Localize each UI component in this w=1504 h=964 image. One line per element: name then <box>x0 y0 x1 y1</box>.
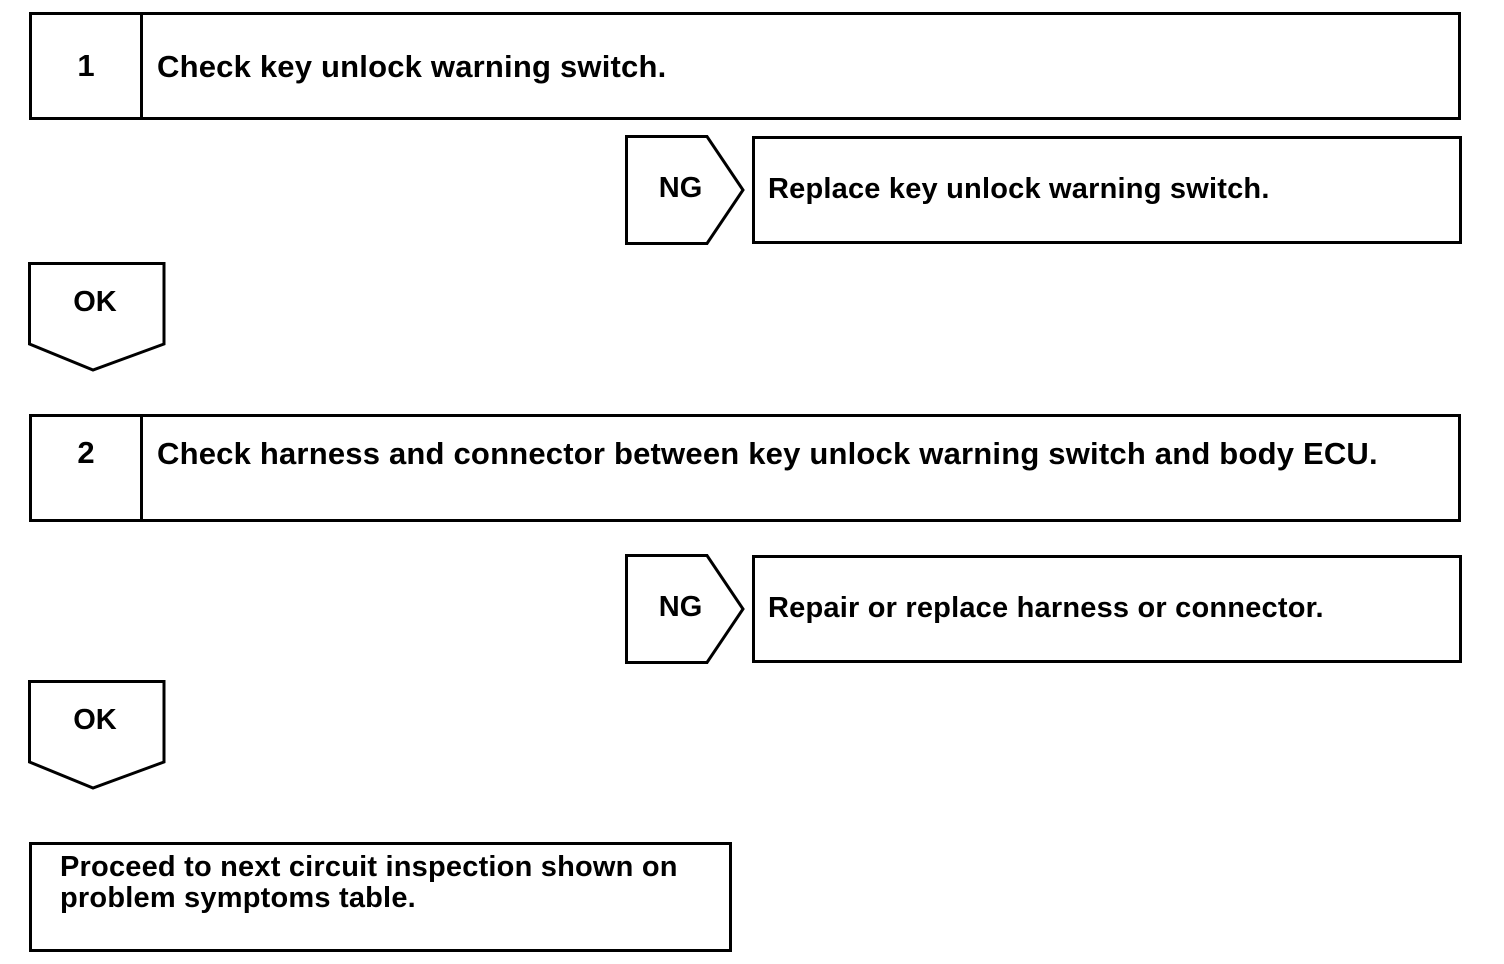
ok-arrow-1 <box>28 262 166 372</box>
step-2-number: 2 <box>32 417 143 519</box>
ng-arrow-1 <box>625 135 745 245</box>
step-1-number: 1 <box>32 15 143 117</box>
ok-arrow-2 <box>28 680 166 790</box>
final-action-box: Proceed to next circuit inspection shown… <box>29 842 732 952</box>
ng-action-1-box: Replace key unlock warning switch. <box>752 136 1462 244</box>
step-1-text: Check key unlock warning switch. <box>157 49 667 84</box>
ok-label-1: OK <box>73 286 117 318</box>
ng-action-2-text: Repair or replace harness or connector. <box>768 592 1324 624</box>
ng-action-1-text: Replace key unlock warning switch. <box>768 173 1270 205</box>
step-2-box: 2 Check harness and connector between ke… <box>29 414 1461 522</box>
ng-action-2-box: Repair or replace harness or connector. <box>752 555 1462 663</box>
final-action-text: Proceed to next circuit inspection shown… <box>60 851 678 914</box>
ok-label-2: OK <box>73 704 117 736</box>
step-2-text: Check harness and connector between key … <box>157 436 1378 471</box>
ng-label-2: NG <box>658 591 703 623</box>
ng-arrow-2 <box>625 554 745 664</box>
ng-label-1: NG <box>658 172 703 204</box>
step-1-box: 1 Check key unlock warning switch. <box>29 12 1461 120</box>
